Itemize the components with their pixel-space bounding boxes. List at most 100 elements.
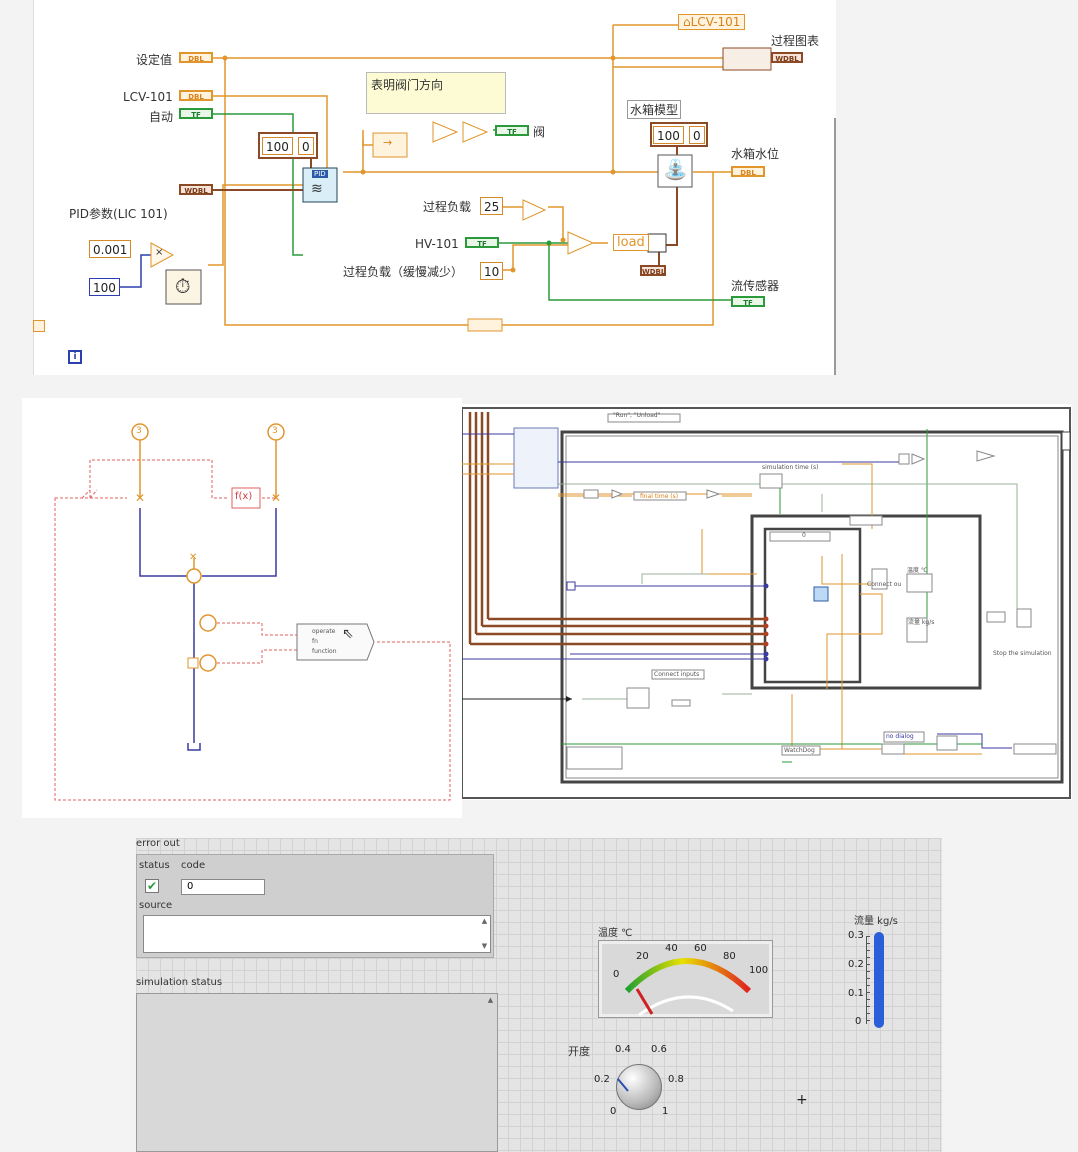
svg-text:✕: ✕ (189, 552, 197, 563)
fn-line-2: fn (312, 638, 318, 645)
case-selector-label[interactable]: "Run", "Unload" (613, 412, 661, 419)
fx-node[interactable]: f(x) (235, 491, 253, 502)
tank-tick-0: 0 (855, 1016, 862, 1027)
gauge-label: 温度 ℃ (598, 928, 633, 939)
zero-case-label[interactable]: 0 (802, 532, 806, 539)
code-field[interactable]: 0 (181, 879, 265, 895)
knob-label: 开度 (568, 1045, 590, 1058)
flow-sensor-label: 流传感器 (731, 279, 780, 293)
tank-array-constant[interactable]: 100 0 (650, 122, 708, 147)
tank-scale (866, 936, 870, 1024)
error-out-cluster: status code ✔ 0 source ▲ ▼ (136, 854, 494, 958)
pid-icon[interactable]: ≋ (311, 181, 323, 197)
fn-line-3: function (312, 648, 337, 655)
status-checkbox[interactable]: ✔ (145, 879, 159, 893)
temperature-gauge[interactable]: 0 20 40 60 80 100 (598, 940, 773, 1018)
lcv-terminal[interactable]: DBL (179, 90, 213, 101)
state-item-1[interactable]: 3 (136, 426, 142, 436)
process-chart-label: 过程图表 (771, 34, 820, 48)
knob-tick-1: 1 (662, 1106, 669, 1117)
info-icon[interactable]: i (68, 350, 82, 364)
statechart-wires: ✕ ✕ ✕ (54, 423, 451, 801)
info-icon-glyph: i (73, 352, 77, 362)
valve-terminal[interactable]: TF (495, 125, 529, 136)
status-label: status (139, 860, 170, 871)
auto-terminal[interactable]: TF (179, 108, 213, 119)
simulation-status-field[interactable]: ▲ (136, 993, 498, 1152)
status-scroll-up-icon[interactable]: ▲ (487, 996, 494, 1004)
gain-constant[interactable]: 0.001 (89, 240, 132, 258)
load-constant-10[interactable]: 10 (480, 262, 504, 280)
gauge-tick-0: 0 (613, 969, 620, 980)
array-constant-value: 100 (653, 126, 684, 144)
top-block-diagram: 设定值 DBL LCV-101 DBL 自动 TF WDBL PID参数(LIC… (33, 0, 836, 375)
statechart-diagram: ✕ ✕ ✕ 3 3 f(x) operate fn function ⇖ (22, 398, 462, 818)
error-out-label: error out (136, 838, 180, 849)
flow-tank-indicator (874, 932, 884, 1028)
simulation-time-label: simulation time (s) (762, 464, 819, 471)
tank-tick-0.1: 0.1 (848, 988, 864, 999)
select-icon: → (383, 136, 393, 149)
stop-sim-label: Stop the simulation (993, 650, 1052, 657)
flow-label: 流量 kg/s (908, 619, 935, 626)
gauge-needle (635, 988, 654, 1015)
note-box: 表明阀门方向 (366, 72, 506, 114)
scroll-down-icon[interactable]: ▼ (481, 942, 488, 950)
tank-model-icon[interactable]: ⛲ (663, 157, 688, 181)
state-item-2[interactable]: 3 (272, 426, 278, 436)
top-wires (33, 0, 836, 375)
simulation-status-label: simulation status (136, 977, 223, 988)
pid-params-label: PID参数(LIC 101) (69, 207, 168, 221)
pid-param-terminal[interactable]: WDBL (179, 184, 213, 195)
svg-text:✕: ✕ (271, 491, 281, 505)
source-label: source (139, 900, 173, 911)
simulation-diagram: "Run", "Unload" simulation time (s) fina… (462, 404, 1072, 800)
load-label[interactable]: load (613, 234, 649, 251)
array-constant-pid[interactable]: 100 0 (258, 132, 318, 159)
loop-terminal-left[interactable] (33, 320, 45, 332)
load-waveform-terminal[interactable]: WDBL (640, 265, 666, 276)
knob-tick-0: 0 (610, 1106, 617, 1117)
knob-tick-0.6: 0.6 (651, 1044, 667, 1055)
hv-label: HV-101 (415, 237, 459, 251)
watchdog-label: WatchDog (784, 747, 815, 754)
no-dialog-label[interactable]: no dialog (886, 733, 914, 740)
flow-sensor-terminal[interactable]: TF (731, 296, 765, 307)
note-text: 表明阀门方向 (371, 78, 444, 92)
connect-inputs-label[interactable]: Connect inputs (654, 671, 700, 678)
load-constant-25[interactable]: 25 (480, 197, 504, 215)
knob-pointer (616, 1078, 629, 1092)
auto-label: 自动 (149, 110, 174, 124)
gauge-tick-100: 100 (749, 965, 769, 976)
gauge-tick-40: 40 (665, 943, 678, 954)
lcv-label: LCV-101 (123, 90, 173, 104)
knob-tick-0.2: 0.2 (594, 1074, 610, 1085)
interval-constant[interactable]: 100 (89, 278, 120, 296)
code-label: code (181, 860, 206, 871)
tank-level-label: 水箱水位 (731, 147, 780, 161)
tank-level-terminal[interactable]: DBL (731, 166, 765, 177)
array-constant-value: 0 (298, 137, 314, 155)
gauge-tick-60: 60 (694, 943, 707, 954)
gauge-dial (624, 958, 752, 1017)
hv-terminal[interactable]: TF (465, 237, 499, 248)
connect-out-label[interactable]: Connect ou (867, 581, 902, 588)
source-field[interactable]: ▲ ▼ (143, 915, 491, 953)
valve-knob[interactable] (616, 1064, 662, 1110)
setpoint-terminal[interactable]: DBL (179, 52, 213, 63)
pid-block-label: PID (312, 170, 328, 178)
tank-tick-0.2: 0.2 (848, 959, 864, 970)
temp-label: 温度 ℃ (907, 567, 928, 574)
knob-tick-0.8: 0.8 (668, 1074, 684, 1085)
scroll-up-icon[interactable]: ▲ (481, 917, 488, 925)
process-load-slow-label: 过程负载（缓慢减少） (343, 265, 464, 279)
metronome-icon: ⏱ (175, 274, 191, 298)
lcv-global-text: LCV-101 (690, 15, 741, 29)
array-constant-value: 100 (262, 137, 293, 155)
process-chart-terminal[interactable]: WDBL (771, 52, 803, 63)
final-time-label: final time (s) (640, 493, 679, 500)
process-load-label: 过程负载 (423, 200, 472, 214)
crosshair-cursor-icon: + (796, 1092, 808, 1108)
lcv-global-label[interactable]: ⌂LCV-101 (678, 14, 746, 30)
simulation-wires (462, 407, 1071, 799)
